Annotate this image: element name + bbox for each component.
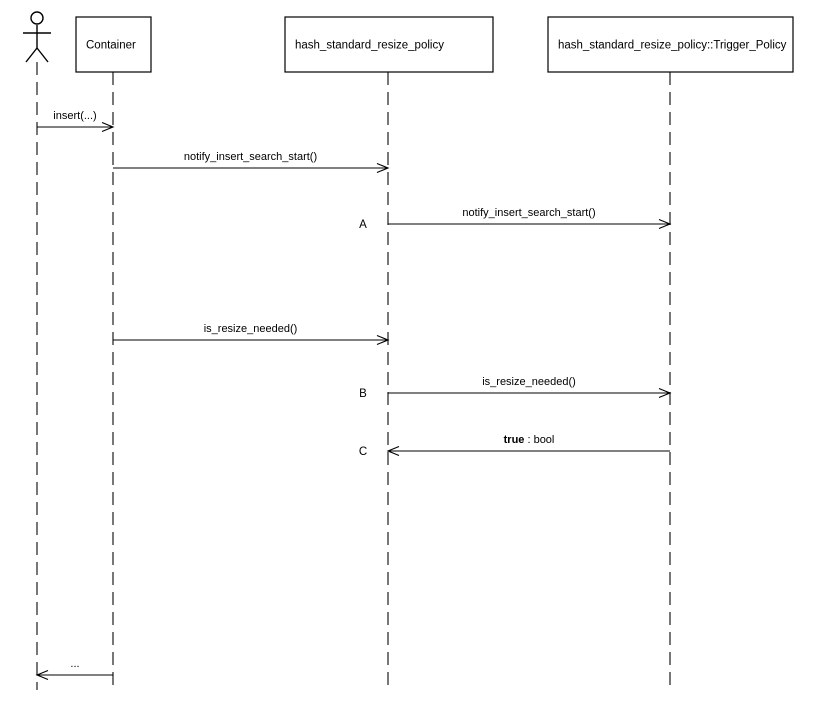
message-msg-insert[interactable]: insert(...) bbox=[37, 110, 115, 133]
participant-box-policy[interactable] bbox=[284, 16, 494, 73]
message-arrowhead bbox=[386, 445, 400, 457]
participant-container[interactable]: Container bbox=[75, 16, 152, 73]
actor-leg-left bbox=[25, 47, 38, 63]
message-msg-is-resize-needed-2[interactable]: is_resize_needed() B bbox=[359, 376, 672, 400]
message-label: insert(...) bbox=[53, 110, 96, 122]
message-label-rest: : bool bbox=[524, 434, 554, 446]
message-label-bold: true bbox=[504, 434, 525, 446]
participant-label-trigger: hash_standard_resize_policy::Trigger_Pol… bbox=[558, 40, 787, 52]
message-arrowhead bbox=[658, 387, 672, 399]
message-arrowhead bbox=[376, 162, 390, 174]
participant-box-container[interactable] bbox=[75, 16, 152, 73]
message-label: ... bbox=[70, 658, 79, 670]
message-arrowhead bbox=[658, 218, 672, 230]
message-msg-is-resize-needed-1[interactable]: is_resize_needed() bbox=[113, 323, 390, 346]
message-label: notify_insert_search_start() bbox=[184, 151, 317, 163]
message-msg-ellipsis-return[interactable]: ... bbox=[35, 658, 113, 681]
participant-trigger[interactable]: hash_standard_resize_policy::Trigger_Pol… bbox=[547, 16, 794, 73]
message-seq-label: B bbox=[359, 388, 367, 400]
message-label: notify_insert_search_start() bbox=[462, 207, 595, 219]
message-arrowhead bbox=[35, 669, 49, 681]
actor-head bbox=[30, 11, 44, 25]
message-msg-notify-insert-search-start-2[interactable]: notify_insert_search_start() A bbox=[359, 207, 672, 231]
participant-label-container: Container bbox=[86, 40, 136, 52]
message-seq-label: A bbox=[359, 219, 367, 231]
message-msg-notify-insert-search-start-1[interactable]: notify_insert_search_start() bbox=[113, 151, 390, 174]
participant-box-trigger[interactable] bbox=[547, 16, 794, 73]
message-label: is_resize_needed() bbox=[482, 376, 576, 388]
message-label: true : bool bbox=[504, 434, 555, 446]
actor-icon bbox=[23, 11, 51, 63]
actor-leg-right bbox=[36, 47, 49, 63]
message-seq-label: C bbox=[359, 446, 367, 458]
participant-label-policy: hash_standard_resize_policy bbox=[295, 40, 444, 52]
message-arrowhead bbox=[101, 121, 115, 133]
message-arrowhead bbox=[376, 334, 390, 346]
message-label: is_resize_needed() bbox=[204, 323, 298, 335]
participant-policy[interactable]: hash_standard_resize_policy bbox=[284, 16, 494, 73]
